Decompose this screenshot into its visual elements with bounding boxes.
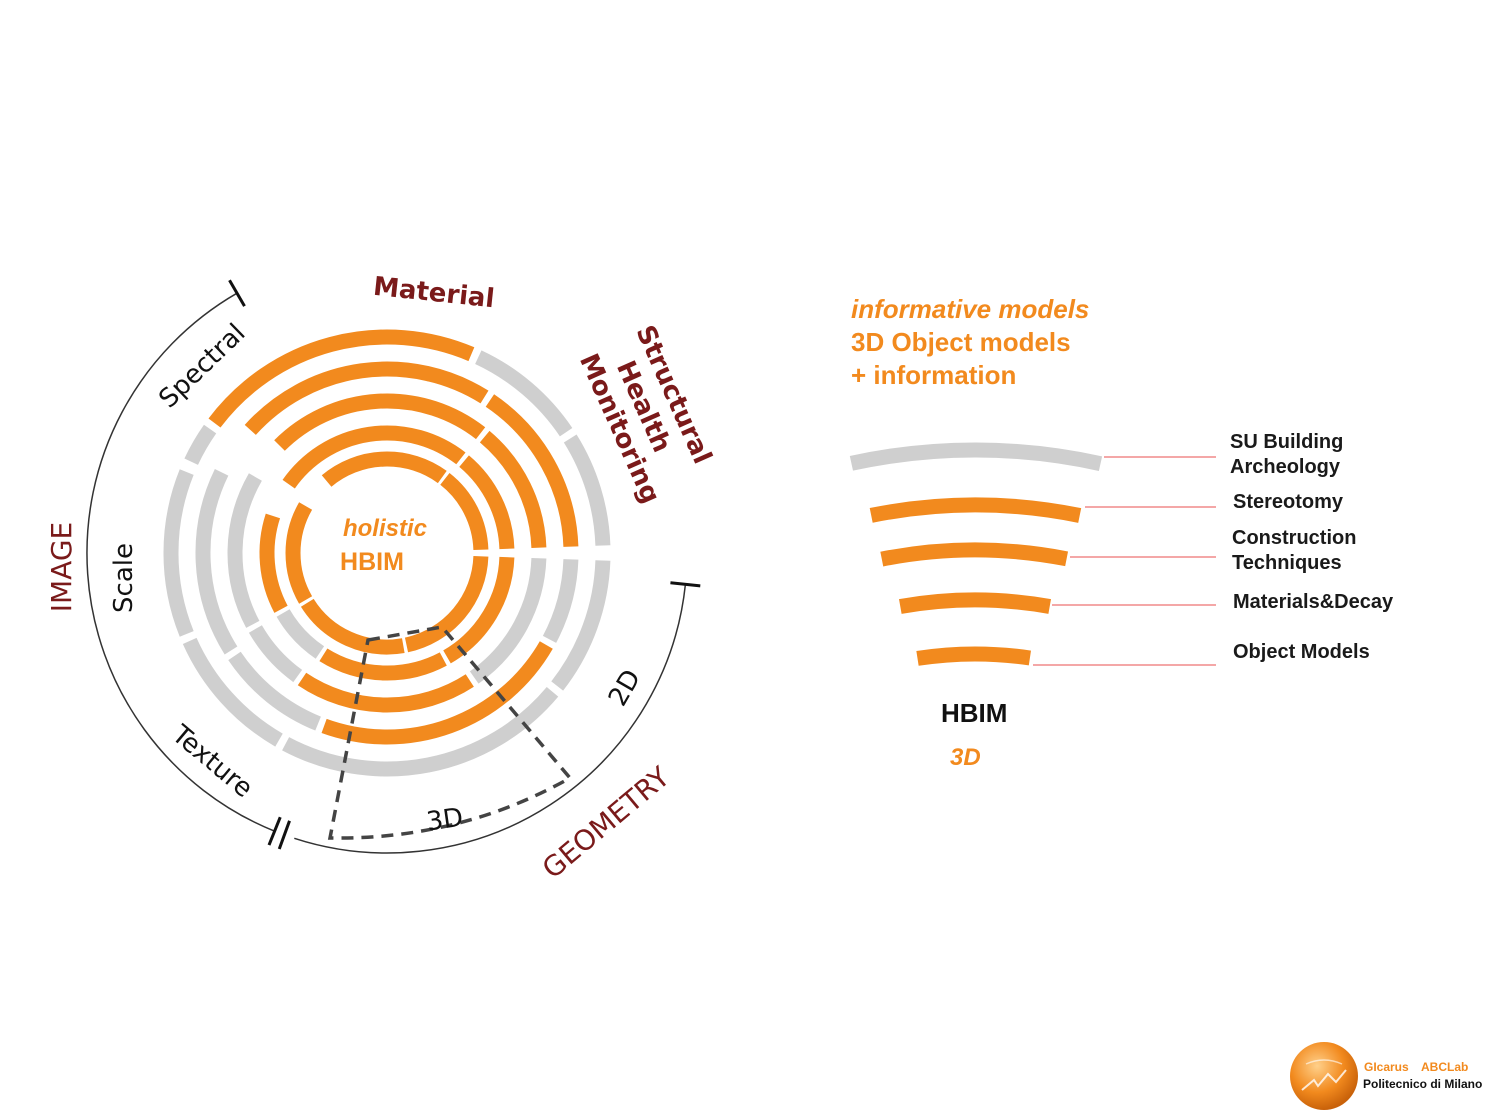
layer-arc xyxy=(880,542,1069,567)
layer-connector-lines xyxy=(1033,456,1216,666)
layer-label-materials: Materials&Decay xyxy=(1233,590,1393,615)
layer-arc xyxy=(849,442,1103,472)
ring-segment xyxy=(228,651,322,731)
layer-label-line: Stereotomy xyxy=(1233,491,1344,513)
ring-segment xyxy=(485,394,579,547)
label-geometry: GEOMETRY xyxy=(536,760,677,886)
ring-segment xyxy=(285,502,313,604)
label-scale: Scale xyxy=(109,543,139,613)
ring-segment xyxy=(208,329,475,428)
ring-segment xyxy=(459,455,515,550)
layer-label-line: Techniques xyxy=(1232,552,1342,574)
layer-label-line: Construction xyxy=(1232,527,1357,549)
outer-boundary-arcs xyxy=(86,279,701,854)
geometry-end-tick xyxy=(670,581,701,588)
ring-segment xyxy=(479,430,547,549)
ring-segment xyxy=(276,609,325,659)
info-line-3: + information xyxy=(851,360,1017,390)
layer-label-stereotomy: Stereotomy xyxy=(1233,490,1343,515)
boundary-tick-a xyxy=(277,820,291,850)
hbim-title: HBIM xyxy=(941,698,1008,728)
ring-segment xyxy=(227,473,262,628)
layer-label-line: Object Models xyxy=(1233,641,1370,663)
ring-segment xyxy=(440,472,489,551)
ring-segment xyxy=(282,425,466,489)
label-material: Material xyxy=(372,272,496,315)
layer-label-construction: Construction Techniques xyxy=(1232,526,1356,576)
logo-name-1: GIcarus xyxy=(1364,1060,1409,1074)
layer-label-object-models: Object Models xyxy=(1233,640,1370,665)
geometry-boundary-arc xyxy=(294,584,687,854)
ring-segment xyxy=(182,637,283,747)
ring-segment xyxy=(300,598,405,655)
ring-segment xyxy=(163,469,194,637)
ring-segment xyxy=(184,424,217,465)
ring-segment xyxy=(321,451,447,487)
label-image: IMAGE xyxy=(45,522,78,612)
logo: GIcarus ABCLab Politecnico di Milano xyxy=(1288,1040,1498,1112)
info-line-2: 3D Object models xyxy=(851,327,1071,357)
layer-arcs xyxy=(849,442,1103,666)
logo-institution: Politecnico di Milano xyxy=(1363,1077,1483,1091)
dashed-3d-outline xyxy=(327,625,573,840)
ring-segment xyxy=(244,361,489,435)
layer-label-line: Materials&Decay xyxy=(1233,591,1394,613)
ring-segment xyxy=(297,672,474,713)
boundary-tick-b xyxy=(267,816,282,846)
ring-segment xyxy=(475,350,573,437)
layer-label-line: SU Building xyxy=(1230,431,1344,453)
layer-arc xyxy=(898,592,1052,614)
label-texture: Texture xyxy=(165,719,258,804)
ring-segment xyxy=(404,555,489,653)
globe-logo-icon xyxy=(1290,1042,1358,1110)
hbim-subtitle: 3D xyxy=(950,744,981,771)
ring-segment xyxy=(248,625,303,683)
ring-segment xyxy=(563,434,611,546)
ring-segment xyxy=(274,393,486,451)
center-title: holistic xyxy=(343,515,427,542)
layer-arc xyxy=(916,646,1031,666)
ring-segment xyxy=(195,469,238,655)
image-end-tick xyxy=(228,279,246,307)
info-line-1: informative models xyxy=(851,294,1090,324)
label-3d: 3D xyxy=(425,803,465,838)
layer-label-line: Archeology xyxy=(1230,456,1341,478)
logo-name-2: ABCLab xyxy=(1421,1060,1469,1074)
layer-arc xyxy=(869,497,1082,523)
image-boundary-arc xyxy=(86,292,275,832)
3d-sector-outline xyxy=(327,625,573,840)
ring-segment xyxy=(551,560,611,691)
ring-segment xyxy=(282,686,559,777)
ring-segment xyxy=(469,557,547,684)
ring-segment xyxy=(321,641,553,745)
layer-label-su-building: SU Building Archeology xyxy=(1230,430,1343,480)
ring-segment xyxy=(319,648,447,681)
ring-segment xyxy=(259,513,288,613)
info-block: informative models 3D Object models + in… xyxy=(851,293,1089,392)
center-subtitle: HBIM xyxy=(340,548,404,576)
ring-segment xyxy=(542,559,579,643)
label-2d: 2D xyxy=(603,665,647,712)
